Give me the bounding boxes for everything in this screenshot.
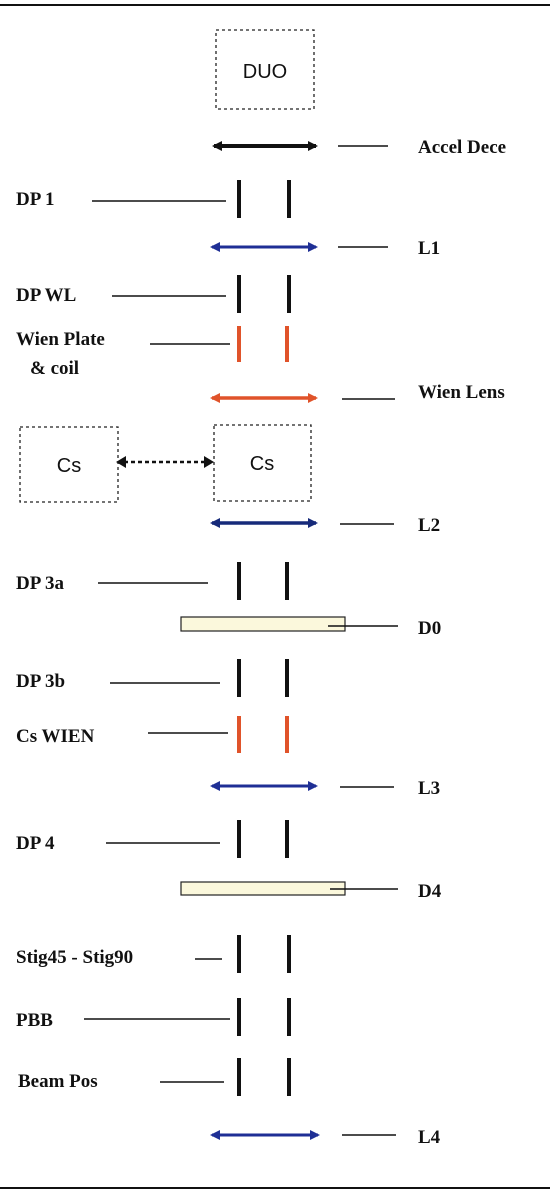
cs-wien-plates bbox=[237, 716, 289, 753]
stig-label: Stig45 - Stig90 bbox=[16, 947, 133, 968]
stig-plates bbox=[237, 935, 291, 973]
cs-wien-label: Cs WIEN bbox=[16, 726, 95, 747]
dp-wl-label: DP WL bbox=[16, 285, 76, 306]
dp3a-label: DP 3a bbox=[16, 573, 65, 594]
dp3b-label: DP 3b bbox=[16, 671, 65, 692]
l4-label: L4 bbox=[418, 1127, 441, 1148]
dp3b-plates bbox=[237, 659, 289, 697]
cs-right-box: Cs bbox=[213, 424, 312, 502]
wien-plate-plates bbox=[237, 326, 289, 362]
duo-box: DUO bbox=[215, 29, 315, 110]
d4-label: D4 bbox=[418, 881, 442, 902]
cs-right-label: Cs bbox=[250, 453, 274, 475]
beam-pos-plates bbox=[237, 1058, 291, 1096]
beam-pos-label: Beam Pos bbox=[18, 1071, 98, 1092]
wien-plate-label-line1: Wien Plate bbox=[16, 329, 105, 350]
cs-left-label: Cs bbox=[57, 455, 81, 477]
pbb-label: PBB bbox=[16, 1010, 53, 1031]
d0-label: D0 bbox=[418, 618, 441, 639]
dp1-plates bbox=[237, 180, 291, 218]
l2-label: L2 bbox=[418, 515, 440, 536]
d0-detector bbox=[180, 616, 346, 632]
duo-label: DUO bbox=[243, 61, 287, 83]
accel-dece-label: Accel Dece bbox=[418, 137, 506, 158]
l3-label: L3 bbox=[418, 778, 440, 799]
d4-detector bbox=[180, 881, 346, 896]
cs-left-box: Cs bbox=[19, 426, 119, 503]
wien-plate-label-line2: & coil bbox=[30, 358, 79, 379]
dp1-label: DP 1 bbox=[16, 189, 55, 210]
cs-transfer-arrow bbox=[116, 456, 214, 468]
dp-wl-plates bbox=[237, 275, 291, 313]
dp4-label: DP 4 bbox=[16, 833, 55, 854]
l1-label: L1 bbox=[418, 238, 440, 259]
dp3a-plates bbox=[237, 562, 289, 600]
pbb-plates bbox=[237, 998, 291, 1036]
wien-lens-label: Wien Lens bbox=[418, 382, 505, 403]
dp4-plates bbox=[237, 820, 289, 858]
